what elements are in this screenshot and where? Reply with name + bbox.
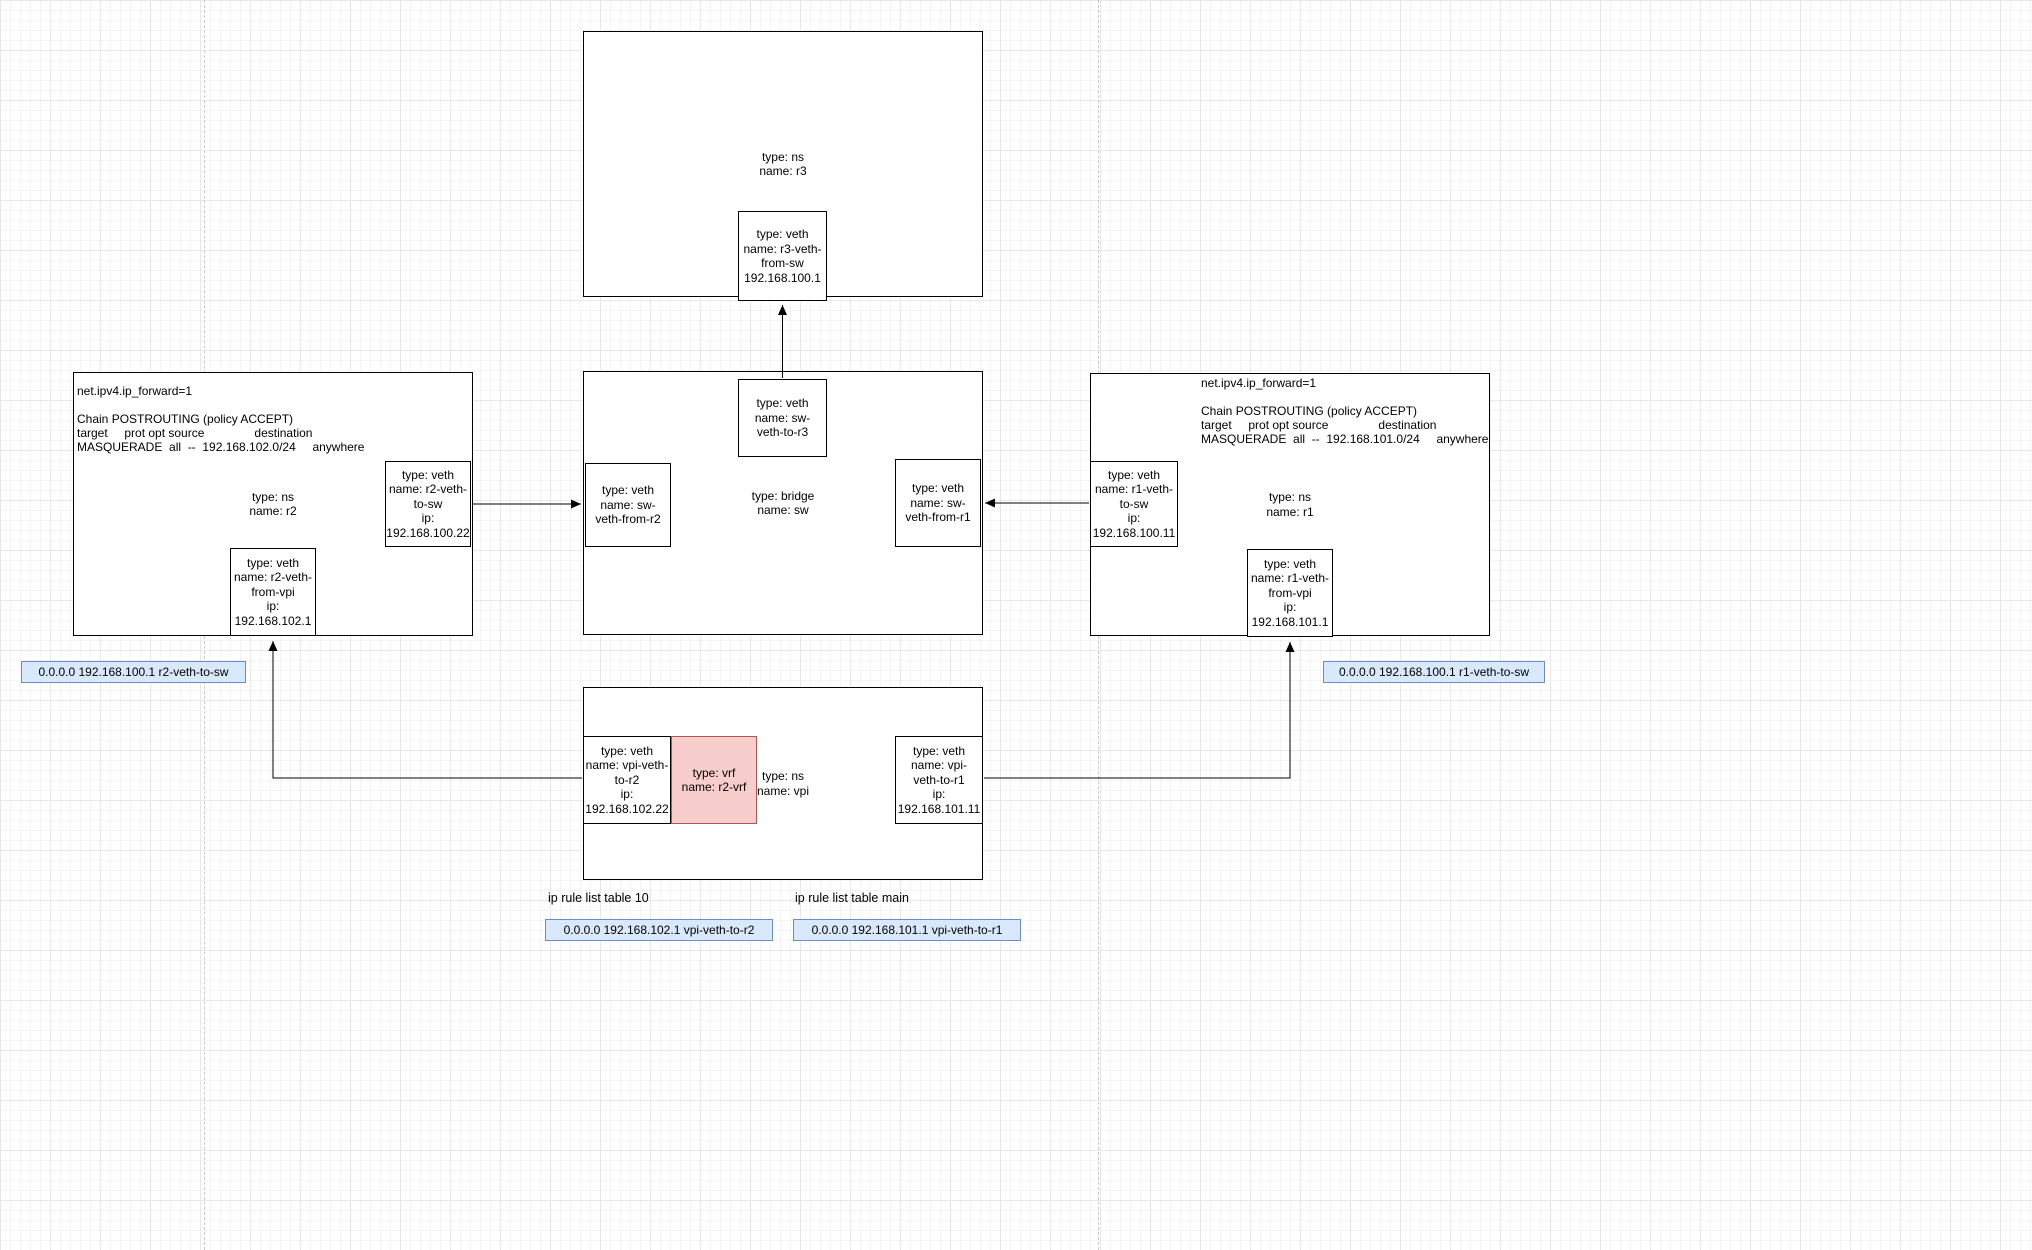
node-veth-vpi-veth-to-r2-label: type: veth name: vpi-veth- to-r2 ip: 192… [585, 743, 669, 816]
node-bridge-sw-label: type: bridge name: sw [751, 488, 815, 518]
route-label-vpi-table-main[interactable]: 0.0.0.0 192.168.101.1 vpi-veth-to-r1 [793, 919, 1021, 941]
route-label-r2-default[interactable]: 0.0.0.0 192.168.100.1 r2-veth-to-sw [21, 661, 246, 683]
r1-iptables-text: Chain POSTROUTING (policy ACCEPT) target… [1201, 404, 1489, 447]
route-label-vpi-table10[interactable]: 0.0.0.0 192.168.102.1 vpi-veth-to-r2 [545, 919, 773, 941]
connector-vpi-veth-to-r1-to-r1-veth-from-vpi[interactable] [984, 642, 1295, 779]
r2-iptables-text: Chain POSTROUTING (policy ACCEPT) target… [77, 412, 365, 455]
route-label-r1-default[interactable]: 0.0.0.0 192.168.100.1 r1-veth-to-sw [1323, 661, 1545, 683]
node-veth-sw-veth-from-r1[interactable]: type: veth name: sw- veth-from-r1 [895, 459, 981, 547]
connector-vpi-veth-to-r2-to-r2-veth-from-vpi[interactable] [268, 641, 582, 779]
caption-ip-rule-table-main[interactable]: ip rule list table main [795, 891, 909, 905]
r1-sysctl-text: net.ipv4.ip_forward=1 [1201, 376, 1317, 390]
node-veth-r1-veth-from-vpi[interactable]: type: veth name: r1-veth- from-vpi ip: 1… [1247, 549, 1333, 637]
node-veth-sw-veth-to-r3-label: type: veth name: sw- veth-to-r3 [754, 396, 811, 440]
node-veth-r2-veth-from-vpi-label: type: veth name: r2-veth- from-vpi ip: 1… [233, 555, 313, 628]
node-veth-vpi-veth-to-r1-label: type: veth name: vpi- veth-to-r1 ip: 192… [897, 743, 981, 816]
node-veth-sw-veth-from-r2[interactable]: type: veth name: sw- veth-from-r2 [585, 463, 671, 547]
r2-sysctl-text: net.ipv4.ip_forward=1 [77, 384, 193, 398]
node-veth-sw-veth-from-r2-label: type: veth name: sw- veth-from-r2 [595, 483, 661, 527]
route-label-r2-default-text: 0.0.0.0 192.168.100.1 r2-veth-to-sw [38, 665, 229, 679]
node-veth-r3-veth-from-sw[interactable]: type: veth name: r3-veth- from-sw 192.16… [738, 211, 827, 301]
node-veth-sw-veth-from-r1-label: type: veth name: sw- veth-from-r1 [905, 481, 971, 525]
node-vrf-r2-vrf-label: type: vrf name: r2-vrf [681, 765, 747, 795]
node-veth-vpi-veth-to-r2[interactable]: type: veth name: vpi-veth- to-r2 ip: 192… [583, 736, 671, 824]
caption-ip-rule-table-10[interactable]: ip rule list table 10 [548, 891, 649, 905]
node-ns-r2-label: type: ns name: r2 [249, 489, 297, 519]
node-veth-r2-veth-from-vpi[interactable]: type: veth name: r2-veth- from-vpi ip: 1… [230, 548, 316, 636]
node-veth-r3-veth-from-sw-label: type: veth name: r3-veth- from-sw 192.16… [743, 227, 822, 285]
node-ns-r1-label: type: ns name: r1 [1266, 490, 1314, 519]
route-label-r1-default-text: 0.0.0.0 192.168.100.1 r1-veth-to-sw [1338, 665, 1530, 679]
node-ns-r3-label: type: ns name: r3 [759, 149, 807, 179]
node-vrf-r2-vrf[interactable]: type: vrf name: r2-vrf [671, 736, 757, 824]
route-label-vpi-table10-text: 0.0.0.0 192.168.102.1 vpi-veth-to-r2 [563, 923, 755, 937]
node-veth-r1-veth-from-vpi-label: type: veth name: r1-veth- from-vpi ip: 1… [1250, 556, 1330, 629]
node-veth-sw-veth-to-r3[interactable]: type: veth name: sw- veth-to-r3 [738, 379, 827, 457]
route-label-vpi-table-main-text: 0.0.0.0 192.168.101.1 vpi-veth-to-r1 [811, 923, 1003, 937]
node-veth-vpi-veth-to-r1[interactable]: type: veth name: vpi- veth-to-r1 ip: 192… [895, 736, 983, 824]
node-veth-r1-veth-to-sw[interactable]: type: veth name: r1-veth- to-sw ip: 192.… [1090, 461, 1178, 547]
node-veth-r2-veth-to-sw-label: type: veth name: r2-veth- to-sw ip: 192.… [386, 467, 470, 540]
node-ns-vpi-label: type: ns name: vpi [756, 769, 810, 798]
node-veth-r2-veth-to-sw[interactable]: type: veth name: r2-veth- to-sw ip: 192.… [385, 461, 471, 547]
node-veth-r1-veth-to-sw-label: type: veth name: r1-veth- to-sw ip: 192.… [1092, 467, 1176, 540]
